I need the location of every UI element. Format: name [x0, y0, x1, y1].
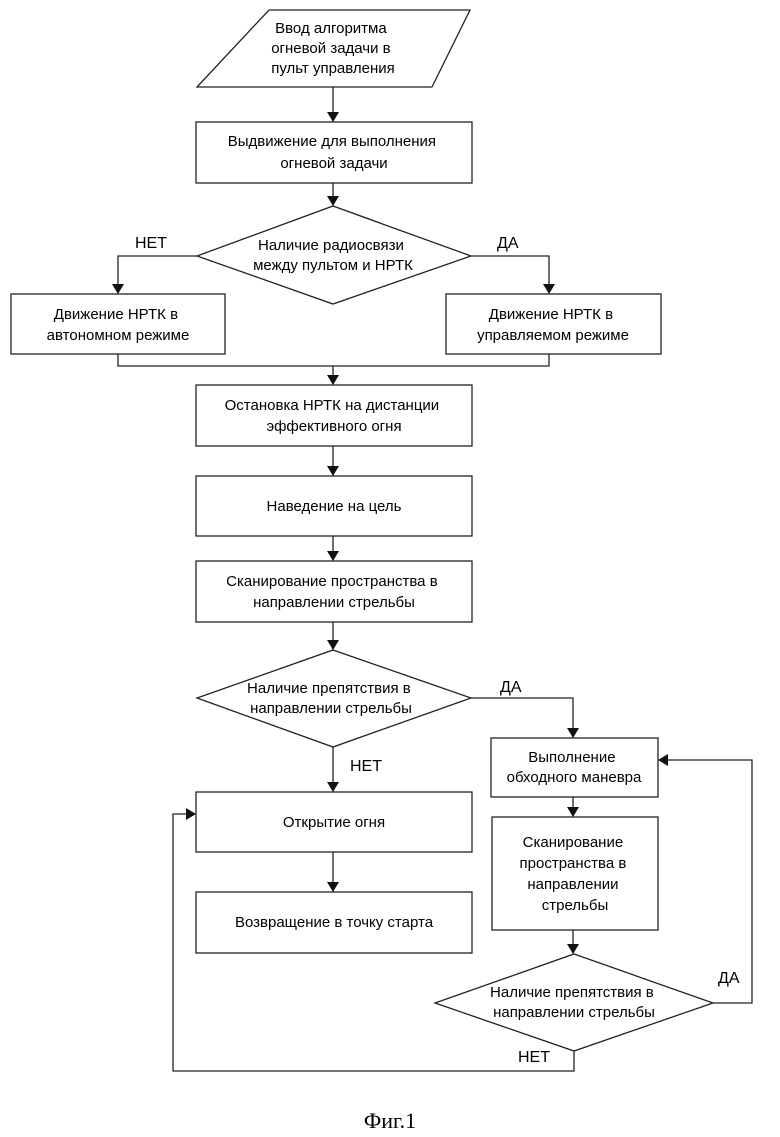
controlled-box: [446, 294, 661, 354]
scan1-box: [196, 561, 472, 622]
obstacle2-yes-label: ДА: [718, 970, 740, 987]
figure-caption: Фиг.1: [364, 1108, 416, 1133]
line-merge: [118, 354, 549, 366]
arrow-obstacle1-yes: [471, 698, 573, 737]
advance-box: [196, 122, 472, 183]
radio-no-label: НЕТ: [135, 235, 167, 252]
return-label: Возвращение в точку старта: [235, 914, 434, 931]
obstacle1-diamond: [197, 650, 471, 747]
obstacle1-no-label: НЕТ: [350, 758, 382, 775]
arrow-radio-no: [118, 256, 197, 293]
bypass-box: [491, 738, 658, 797]
arrow-radio-yes: [471, 256, 549, 293]
input-algorithm-label: Ввод алгоритма огневой задачи в пульт уп…: [271, 20, 395, 77]
obstacle2-no-label: НЕТ: [518, 1049, 550, 1066]
obstacle1-yes-label: ДА: [500, 679, 522, 696]
obstacle2-diamond: [435, 954, 713, 1051]
fire-label: Открытие огня: [283, 814, 385, 831]
radio-check-diamond: [197, 206, 471, 304]
aim-label: Наведение на цель: [267, 498, 402, 515]
arrow-obstacle2-yes: [659, 760, 752, 1003]
stop-box: [196, 385, 472, 446]
radio-yes-label: ДА: [497, 235, 519, 252]
autonomous-box: [11, 294, 225, 354]
